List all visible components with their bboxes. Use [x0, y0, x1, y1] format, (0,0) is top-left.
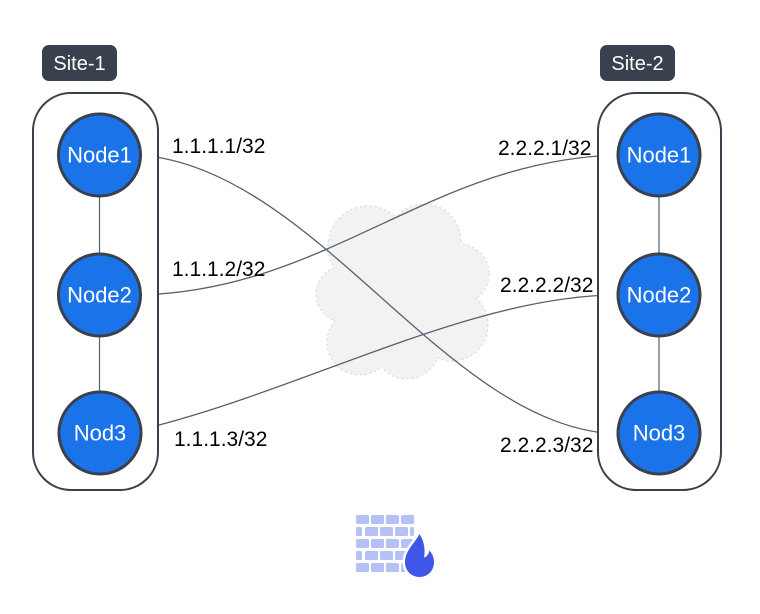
link-site1-node2-to-site2-node1 [139, 154, 619, 296]
site2-nod3-label: Nod3 [633, 421, 686, 446]
link-site1-nod3-to-site2-node2 [138, 294, 619, 431]
site1-badge-bg [42, 45, 117, 81]
ip-label-site1-node1: 1.1.1.1/32 [172, 135, 265, 158]
site2-node1-label: Node1 [627, 143, 692, 168]
ip-label-site2-node2: 2.2.2.2/32 [500, 274, 593, 297]
site1-node1-circle [57, 112, 142, 198]
site1-badge: Site-1 [42, 45, 117, 81]
site1-node2-label: Node2 [67, 283, 132, 308]
site1-badge-label: Site-1 [53, 53, 105, 75]
ip-label-site1-nod3: 1.1.1.3/32 [174, 428, 267, 451]
site2-badge-bg [600, 45, 675, 81]
ip-label-site1-node2: 1.1.1.2/32 [172, 258, 265, 281]
ip-label-site2-node1: 2.2.2.1/32 [498, 137, 591, 160]
site2-node2-label: Node2 [627, 283, 692, 308]
site1-nod3: Nod3 [57, 390, 143, 476]
site2-badge: Site-2 [600, 45, 675, 81]
site1-nod3-circle [57, 390, 143, 476]
site2-node1: Node1 [616, 112, 702, 198]
site1-node1-label: Node1 [67, 143, 132, 168]
link-site1-node1-to-site2-nod3 [139, 154, 619, 435]
site2-nod3: Nod3 [616, 390, 702, 476]
site2-node2-circle [616, 252, 702, 338]
flame-icon [402, 531, 437, 580]
site2-node2: Node2 [616, 252, 702, 338]
site1-node2-circle [57, 252, 142, 338]
firewall-icon [356, 515, 437, 580]
site1-nod3-label: Nod3 [74, 421, 127, 446]
ip-label-site2-nod3: 2.2.2.3/32 [500, 434, 593, 457]
site2-badge-label: Site-2 [611, 53, 663, 75]
cloud-icon [315, 203, 490, 380]
site1-node2: Node2 [57, 252, 142, 338]
site1-node1: Node1 [57, 112, 142, 198]
site2-nod3-circle [616, 390, 702, 476]
site2-node1-circle [616, 112, 702, 198]
